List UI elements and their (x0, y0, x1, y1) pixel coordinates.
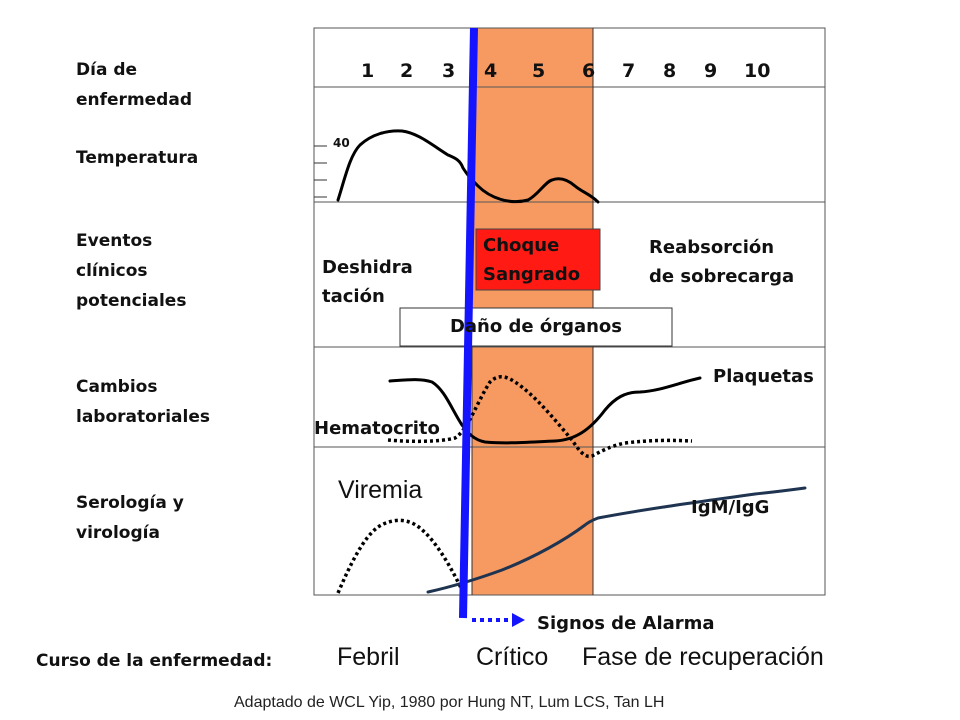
day-number: 10 (744, 60, 771, 82)
events-label-line-2: clínicos (76, 261, 148, 281)
shock-bleeding-box (475, 228, 601, 291)
lab-label-line-1: Cambios (76, 377, 158, 397)
events-label-line-1: Eventos (76, 231, 153, 251)
serology-label-line-1: Serología y (76, 493, 184, 513)
dehydration-line-1: Deshidra (322, 257, 413, 278)
serology-label: Serología y virología (76, 488, 184, 548)
igm-igg-curve (426, 486, 807, 594)
day-number: 1 (361, 60, 375, 82)
reabsorption-label: Reabsorción de sobrecarga (649, 233, 794, 291)
day-label-line-2: enfermedad (76, 90, 192, 110)
viremia-curve (336, 518, 464, 594)
platelet-curve (388, 376, 702, 445)
day-number: 6 (582, 60, 596, 82)
source-credit: Adaptado de WCL Yip, 1980 por Hung NT, L… (234, 694, 665, 711)
serology-label-line-2: virología (76, 523, 160, 543)
day-number: 2 (400, 60, 414, 82)
organ-damage-box (399, 307, 673, 347)
day-number: 9 (704, 60, 718, 82)
viremia-label: Viremia (338, 476, 423, 504)
hematocrit-label: Hematocrito (314, 418, 440, 439)
platelets-label: Plaquetas (713, 366, 814, 387)
day-number: 7 (622, 60, 636, 82)
lab-label-line-2: laboratoriales (76, 407, 210, 427)
temperature-tick-label: 40 (333, 136, 350, 150)
course-label: Curso de la enfermedad: (36, 651, 273, 671)
temperature-label: Temperatura (76, 148, 199, 168)
warning-signs-label: Signos de Alarma (537, 613, 715, 634)
clinical-events-label: Eventos clínicos potenciales (76, 226, 186, 316)
day-number: 3 (442, 60, 456, 82)
dehydration-label: Deshidra tación (322, 253, 413, 311)
day-number: 5 (532, 60, 546, 82)
phase-recovery: Fase de recuperación (582, 643, 824, 671)
warning-signs-line (459, 27, 478, 619)
lab-changes-label: Cambios laboratoriales (76, 372, 210, 432)
day-of-illness-label: Día de enfermedad (76, 55, 192, 115)
reabsorption-line-1: Reabsorción (649, 237, 775, 258)
shock-line-1: Choque (483, 235, 560, 256)
phase-critical: Crítico (476, 643, 549, 671)
organ-damage-label: Daño de órganos (449, 316, 623, 337)
day-number: 8 (663, 60, 677, 82)
warning-signs-arrow-head (512, 613, 525, 627)
dehydration-line-2: tación (322, 286, 385, 307)
day-number: 4 (484, 60, 498, 82)
shock-line-2: Sangrado (483, 264, 581, 285)
phase-febrile: Febril (337, 643, 400, 671)
temperature-scale (314, 145, 327, 198)
shock-bleeding-label: Choque Sangrado (483, 231, 580, 289)
diagram-frame (313, 27, 826, 596)
day-label-line-1: Día de (76, 60, 138, 80)
reabsorption-line-2: de sobrecarga (649, 266, 795, 287)
events-label-line-3: potenciales (76, 291, 187, 311)
igm-igg-label: IgM/IgG (691, 497, 770, 518)
